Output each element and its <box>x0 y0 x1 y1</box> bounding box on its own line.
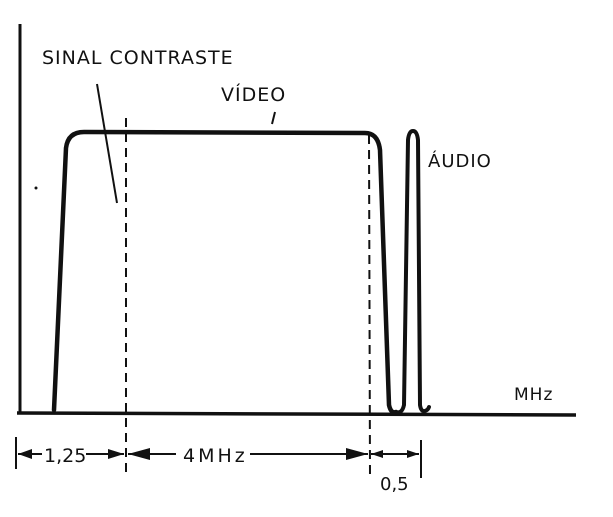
axis-unit-label: MHz <box>514 385 553 405</box>
audio-label: ÁUDIO <box>428 150 492 172</box>
arrowhead-left-icon <box>128 448 150 460</box>
arrowhead-left-icon <box>18 449 32 459</box>
arrowhead-left-icon <box>371 450 383 458</box>
print-speck <box>34 186 38 190</box>
video-leader-line <box>271 111 276 125</box>
dim-0-5-label: 0,5 <box>380 474 409 495</box>
arrowhead-right-icon <box>346 448 368 460</box>
contrast-leader-line <box>96 83 118 204</box>
arrowhead-right-icon <box>407 450 419 458</box>
video-band-curve <box>51 129 399 415</box>
video-label: VÍDEO <box>221 83 286 106</box>
audio-carrier-curve <box>394 129 431 415</box>
contrast-signal-label: SINAL CONTRASTE <box>42 47 234 69</box>
x-axis <box>16 411 577 417</box>
band-edge-dashed-line <box>368 134 371 479</box>
arrowhead-right-icon <box>108 449 124 459</box>
dim-4mhz-label: 4MHz <box>183 445 248 467</box>
dim-1-25-label: 1,25 <box>44 445 86 467</box>
